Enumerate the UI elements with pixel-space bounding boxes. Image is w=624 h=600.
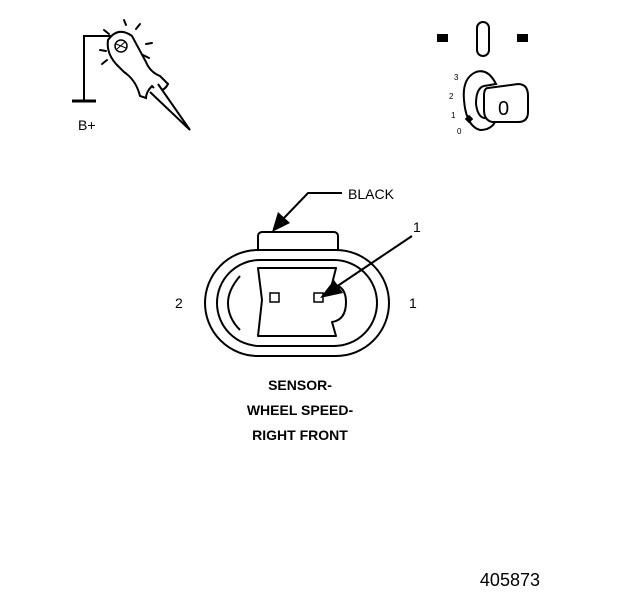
callout-number-label: 1	[413, 219, 421, 235]
terminal-2-slot	[269, 292, 280, 303]
caption-line-2: WHEEL SPEED-	[247, 402, 354, 418]
ignition-position-1: 1	[451, 111, 456, 120]
pin-2-label: 2	[175, 295, 183, 311]
terminal-1-slot	[313, 292, 324, 303]
caption-line-3: RIGHT FRONT	[252, 427, 348, 443]
pin-1-label: 1	[409, 295, 417, 311]
light-rays-icon	[99, 19, 153, 65]
callout-leader-arrow	[320, 235, 413, 298]
figure-number: 405873	[480, 570, 540, 590]
wire-color-leader-arrow	[272, 192, 342, 232]
ignition-position-0: 0	[457, 127, 462, 136]
battery-positive-label: B+	[78, 117, 96, 133]
ignition-position-3: 3	[454, 73, 459, 82]
ignition-key-label: 0	[498, 98, 509, 120]
ignition-position-2: 2	[449, 92, 454, 101]
connector-face	[204, 231, 390, 357]
ignition-key-icon	[437, 21, 529, 132]
wire-color-label: BLACK	[348, 186, 395, 202]
caption-line-1: SENSOR-	[268, 377, 332, 393]
test-light-probe-icon	[72, 19, 191, 131]
